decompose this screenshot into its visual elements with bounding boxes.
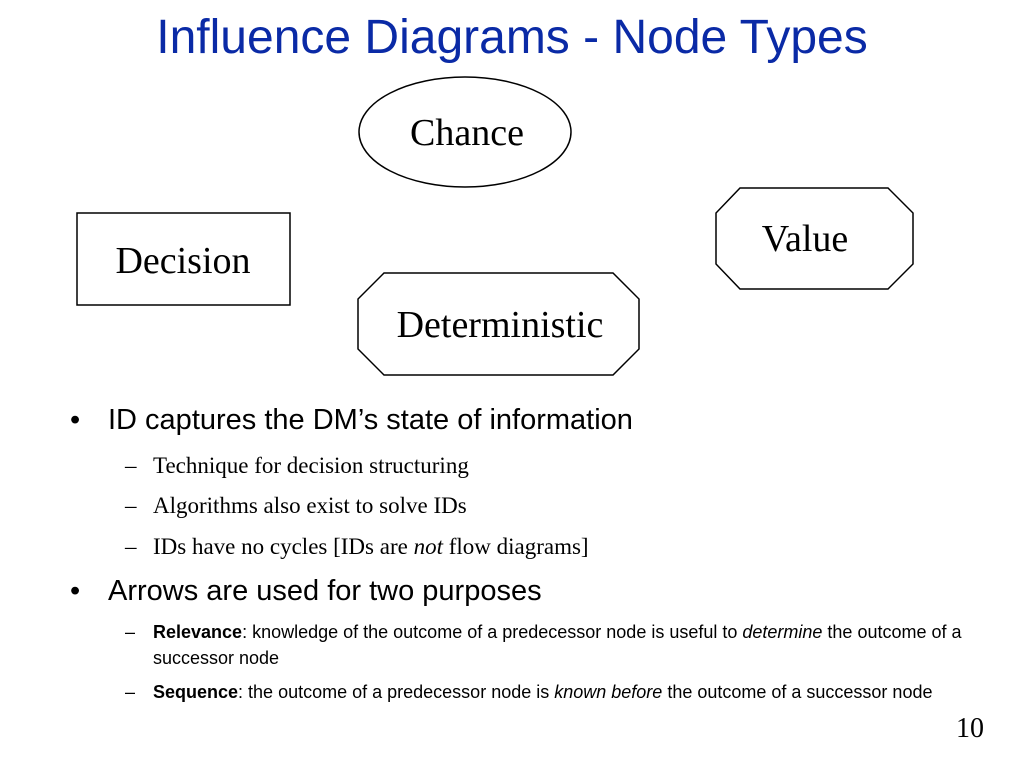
dash-marker: – bbox=[125, 534, 137, 559]
chance-label: Chance bbox=[410, 112, 524, 154]
sub-bullet-text: : knowledge of the outcome of a predeces… bbox=[242, 622, 743, 642]
bullet-text: ID captures the DM’s state of informatio… bbox=[108, 404, 633, 436]
sub-bullet-text: Algorithms also exist to solve IDs bbox=[153, 493, 467, 518]
bullet-text: Arrows are used for two purposes bbox=[108, 575, 542, 607]
chance-node: Chance bbox=[358, 76, 572, 188]
sub-bullet-text: flow diagrams] bbox=[442, 534, 589, 559]
term-sequence: Sequence bbox=[153, 682, 239, 702]
dash-marker: – bbox=[125, 493, 137, 518]
decision-label: Decision bbox=[115, 240, 250, 282]
decision-node: Decision bbox=[76, 212, 291, 306]
sub-bullet-item: – Technique for decision structuring bbox=[125, 452, 469, 480]
sub-bullet-text: the outcome of a successor node bbox=[153, 622, 962, 668]
page-number: 10 bbox=[956, 713, 984, 744]
emphasis-text: known before bbox=[554, 682, 663, 702]
emphasis-text: not bbox=[413, 534, 443, 559]
node-types-diagram: Chance Decision Value Deterministic bbox=[76, 76, 914, 376]
bullet-item: • ID captures the DM’s state of informat… bbox=[70, 403, 633, 437]
dash-marker: – bbox=[125, 622, 136, 642]
sub-bullet-item: – IDs have no cycles [IDs are not flow d… bbox=[125, 533, 589, 561]
value-label: Value bbox=[762, 218, 849, 260]
dash-marker: – bbox=[125, 453, 137, 478]
term-relevance: Relevance bbox=[153, 622, 243, 642]
sub-bullet-item: – Sequence: the outcome of a predecessor… bbox=[125, 679, 973, 705]
sub-bullet-item: – Relevance: knowledge of the outcome of… bbox=[125, 619, 973, 671]
sub-bullet-text: the outcome of a successor node bbox=[662, 682, 933, 702]
bullet-marker: • bbox=[70, 404, 81, 436]
dash-marker: – bbox=[125, 682, 136, 702]
bullet-item: • Arrows are used for two purposes bbox=[70, 574, 542, 608]
deterministic-label: Deterministic bbox=[397, 304, 604, 346]
sub-bullet-text: : the outcome of a predecessor node is bbox=[238, 682, 555, 702]
sub-bullet-text: Technique for decision structuring bbox=[153, 453, 469, 478]
bullet-marker: • bbox=[70, 575, 81, 607]
deterministic-node: Deterministic bbox=[357, 272, 640, 376]
value-node: Value bbox=[715, 187, 914, 290]
slide-title: Influence Diagrams - Node Types bbox=[156, 11, 868, 64]
sub-bullet-item: – Algorithms also exist to solve IDs bbox=[125, 492, 467, 520]
emphasis-text: determine bbox=[742, 622, 823, 642]
sub-bullet-text: IDs have no cycles [IDs are bbox=[153, 534, 414, 559]
